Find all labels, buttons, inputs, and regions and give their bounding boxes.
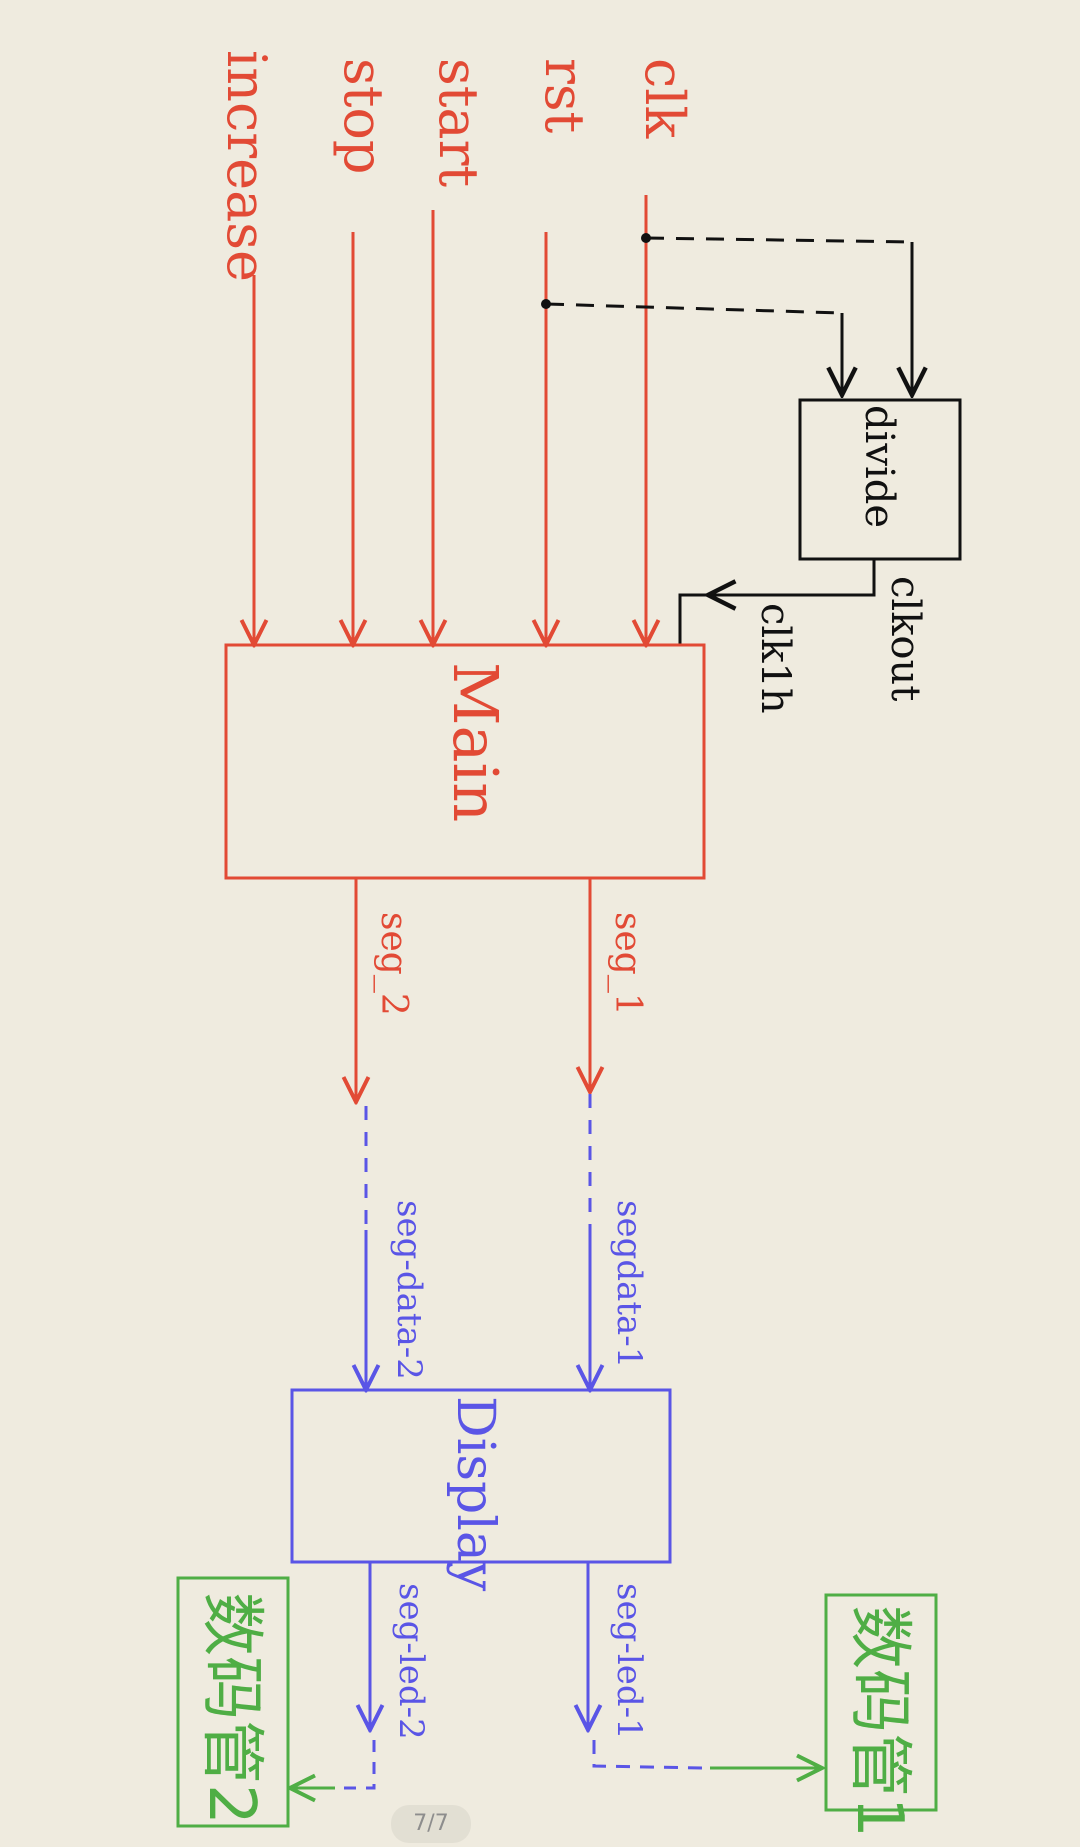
wire-segled-2-dash: [335, 1740, 376, 1790]
clk-junction-dot: [641, 233, 651, 243]
display-label: Display: [445, 1396, 505, 1592]
segled-1-label: seg-led-1: [609, 1583, 649, 1740]
input-rst-label: rst: [533, 58, 596, 134]
input-increase-label: increase: [215, 50, 278, 282]
divide-block: [798, 398, 962, 561]
display-block: [290, 1388, 672, 1564]
clkout-wire: [678, 559, 876, 645]
rst-branch-dash: [545, 302, 843, 315]
main-block: [224, 643, 706, 880]
segdata-2-label: seg-data-2: [389, 1200, 429, 1380]
input-stop-label: stop: [332, 58, 395, 175]
clk1h-label: clk1h: [752, 603, 798, 714]
main-label: Main: [439, 662, 512, 822]
seg-2-label: seg_2: [373, 912, 414, 1016]
page-indicator: 7/7: [391, 1805, 471, 1843]
digit-2-block: [176, 1576, 290, 1828]
digit-1-label: 数码管1: [842, 1605, 916, 1838]
clkout-label: clkout: [882, 576, 928, 701]
digit-1-block: [824, 1593, 938, 1812]
input-start-label: start: [427, 58, 490, 187]
rst-junction-dot: [541, 299, 551, 309]
input-clk-label: clk: [633, 58, 696, 140]
divide-label: divide: [856, 405, 902, 528]
segdata-1-label: segdata-1: [609, 1200, 649, 1368]
digit-2-label: 数码管2: [194, 1592, 268, 1825]
segled-2-label: seg-led-2: [391, 1583, 431, 1740]
wire-segled-1-dash: [592, 1740, 706, 1770]
seg-1-label: seg_1: [607, 912, 648, 1016]
clk-branch-dash: [645, 236, 913, 244]
